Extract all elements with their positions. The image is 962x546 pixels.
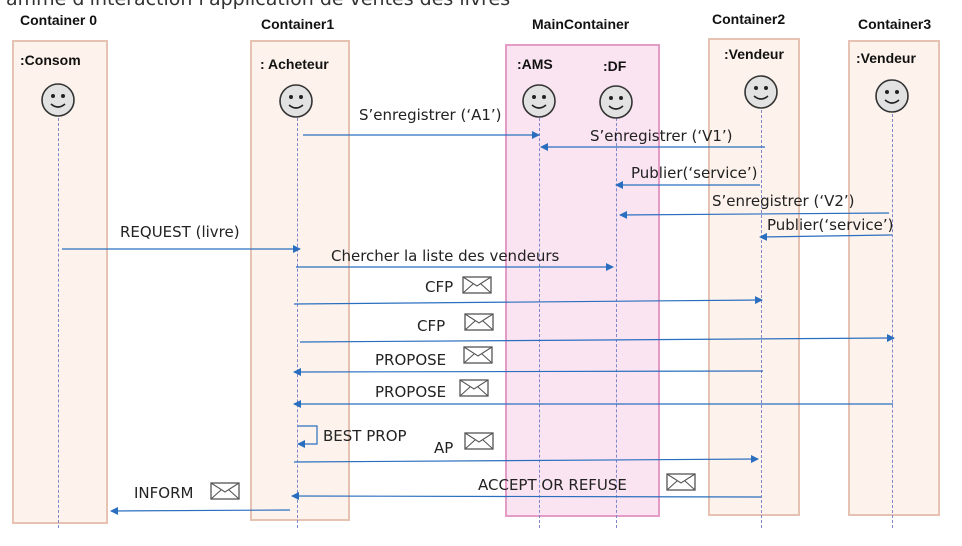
smiley-face-icon xyxy=(744,75,778,109)
arrow-best-prop xyxy=(297,425,318,448)
message-label: Publier(‘service’) xyxy=(767,216,894,234)
role-consom: :Consom xyxy=(20,52,81,68)
role-vendeur-2: :Vendeur xyxy=(724,46,784,62)
envelope-icon xyxy=(462,276,492,294)
message-label: Publier(‘service’) xyxy=(631,164,758,182)
lifeline-vendeur-3 xyxy=(892,114,893,528)
envelope-icon xyxy=(463,346,493,364)
envelope-icon xyxy=(459,379,489,397)
envelope-icon xyxy=(464,313,494,331)
message-label: INFORM xyxy=(134,484,194,502)
lifeline-df xyxy=(616,118,617,528)
role-acheteur: : Acheteur xyxy=(260,56,329,72)
container-3-title: Container3 xyxy=(858,16,932,32)
arrow-enregistrer-v2 xyxy=(619,210,890,219)
role-df: :DF xyxy=(603,58,627,74)
container-2-title: Container2 xyxy=(712,11,786,27)
lifeline-consom xyxy=(58,118,59,528)
message-label: Chercher la liste des vendeurs xyxy=(331,247,560,265)
message-label: PROPOSE xyxy=(375,383,447,401)
message-label: PROPOSE xyxy=(375,351,447,369)
smiley-face-icon xyxy=(599,85,633,119)
envelope-icon xyxy=(666,473,696,491)
envelope-icon xyxy=(464,432,494,450)
container-1-title: Container1 xyxy=(261,16,335,32)
envelope-icon xyxy=(210,482,240,500)
role-ams: :AMS xyxy=(517,56,553,72)
container-0-box xyxy=(12,40,108,524)
smiley-face-icon xyxy=(875,79,909,113)
arrow-ap xyxy=(293,455,759,464)
message-label: REQUEST (livre) xyxy=(120,223,240,241)
container-3-box xyxy=(848,40,940,516)
message-label: CFP xyxy=(425,278,454,296)
lifeline-vendeur-2 xyxy=(761,110,762,528)
diagram-caption: amme d'interaction l'application de vent… xyxy=(6,0,510,10)
message-label: S’enregistrer (‘V2’) xyxy=(712,192,855,210)
lifeline-ams xyxy=(539,118,540,528)
message-label: AP xyxy=(434,439,454,457)
main-container-title: MainContainer xyxy=(532,16,630,32)
message-label: S’enregistrer (‘A1’) xyxy=(359,106,502,124)
arrow-inform xyxy=(110,506,291,515)
arrow-cfp-2 xyxy=(299,334,895,343)
lifeline-acheteur xyxy=(297,118,298,528)
smiley-face-icon xyxy=(279,84,313,118)
message-label: CFP xyxy=(417,317,446,335)
container-0-title: Container 0 xyxy=(20,12,98,28)
arrow-accept-refuse xyxy=(291,492,762,501)
message-label: S’enregistrer (‘V1’) xyxy=(590,127,733,145)
role-vendeur-3: :Vendeur xyxy=(856,50,916,66)
smiley-face-icon xyxy=(41,83,75,117)
message-label: ACCEPT OR REFUSE xyxy=(478,476,627,494)
arrow-cfp-1 xyxy=(293,296,763,305)
message-label: BEST PROP xyxy=(323,427,407,445)
smiley-face-icon xyxy=(522,84,556,118)
arrow-publier-service-2 xyxy=(759,232,893,241)
container-2-box xyxy=(708,38,800,516)
arrow-propose-1 xyxy=(293,367,764,376)
main-container-box xyxy=(505,44,660,517)
